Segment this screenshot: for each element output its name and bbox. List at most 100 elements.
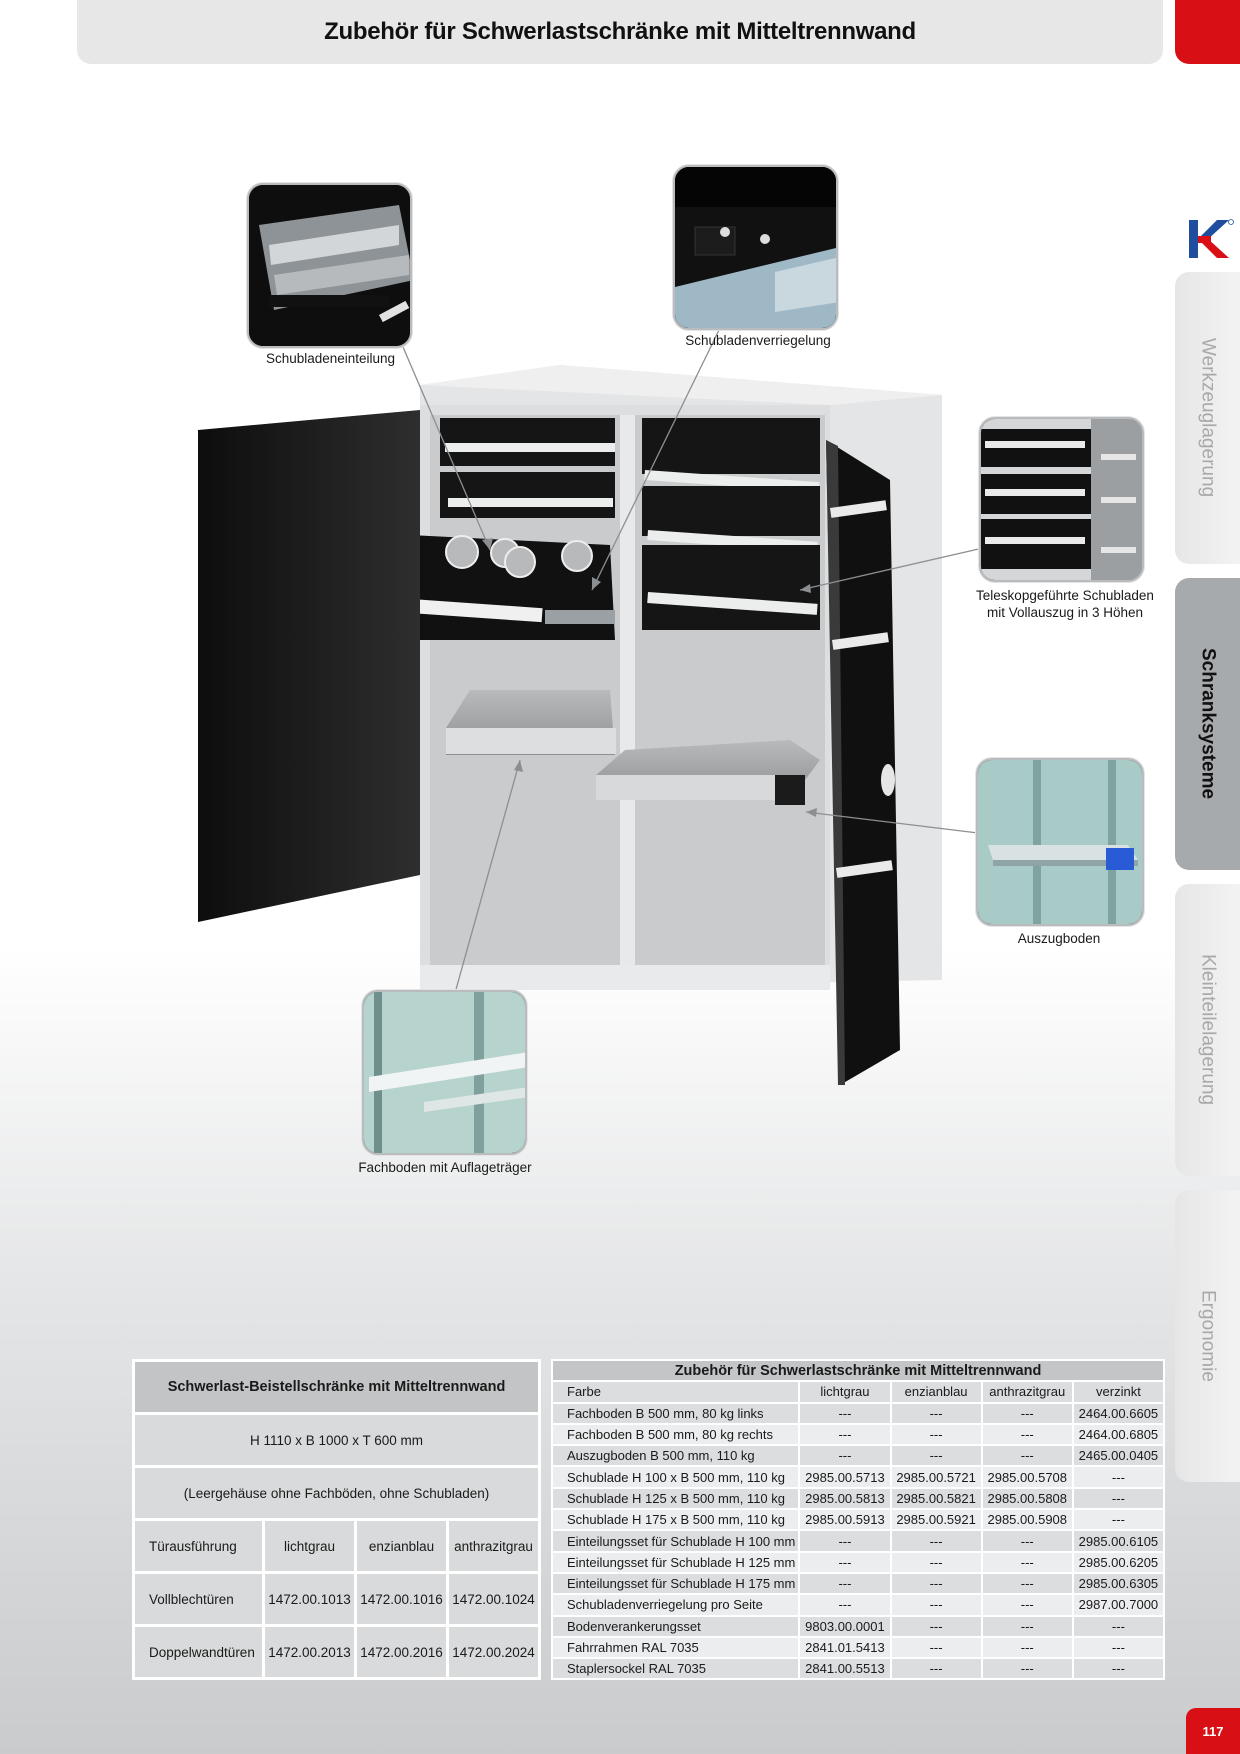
table-cell: --- [980, 1444, 1074, 1468]
table-cell: Einteilungsset für Schublade H 100 mm [550, 1529, 801, 1553]
table-cell: 2985.00.5721 [889, 1465, 983, 1489]
table-cell: Schubladenverriegelung pro Seite [550, 1593, 801, 1617]
tab-werkzeuglagerung[interactable]: Werkzeuglagerung [1175, 272, 1240, 564]
table-cell: --- [889, 1657, 983, 1681]
caption-schubladeneinteilung: Schubladeneinteilung [265, 351, 396, 366]
table-row: Auszugboden B 500 mm, 110 kg---------246… [550, 1444, 1166, 1468]
table-cell: 2985.00.5921 [889, 1508, 983, 1532]
table-cell: --- [1071, 1635, 1166, 1660]
table-cell: --- [889, 1614, 983, 1638]
table-cell: Einteilungsset für Schublade H 125 mm [550, 1550, 801, 1574]
header-bar: Zubehör für Schwerlastschränke mit Mitte… [77, 0, 1163, 64]
table-cell: 2985.00.5821 [889, 1486, 983, 1511]
tab-schranksysteme[interactable]: Schranksysteme [1175, 578, 1240, 870]
table-cell: 9803.00.0001 [798, 1614, 892, 1638]
table-cell: 2841.00.5513 [798, 1657, 892, 1681]
caption-fachboden: Fachboden mit Auflageträger [358, 1160, 532, 1175]
table-cell: 2985.00.5813 [798, 1486, 892, 1511]
table-cell: --- [798, 1571, 892, 1596]
table-cell: 1472.00.1024 [446, 1571, 541, 1627]
table-cell: --- [889, 1550, 983, 1574]
table-cell: --- [798, 1422, 892, 1447]
tab-label: Kleinteilelagerung [1197, 954, 1219, 1106]
caption-teleskopschubladen: Teleskopgeführte Schubladen mit Vollausz… [975, 587, 1155, 621]
table-cell: --- [980, 1550, 1074, 1574]
column-header: anthrazitgrau [980, 1380, 1074, 1404]
table-cell: Einteilungsset für Schublade H 175 mm [550, 1571, 801, 1596]
detail-image-schubladeneinteilung [247, 183, 412, 348]
table-row: Einteilungsset für Schublade H 100 mm ---… [550, 1529, 1166, 1553]
table-row: Doppelwandtüren 1472.00.2013 1472.00.201… [132, 1624, 541, 1680]
table-cell: --- [980, 1571, 1074, 1596]
column-header: lichtgrau [798, 1380, 892, 1404]
column-header: anthrazitgrau [446, 1518, 541, 1574]
table-cell: Bodenverankerungsset [550, 1614, 801, 1638]
table-cell: --- [1071, 1508, 1166, 1532]
column-header: Türausführung [132, 1518, 265, 1574]
table-row: Einteilungsset für Schublade H 125 mm---… [550, 1550, 1166, 1574]
tab-ergonomie[interactable]: Ergonomie [1175, 1190, 1240, 1482]
table-row: Fachboden B 500 mm, 80 kg rechts--------… [550, 1422, 1166, 1447]
table-cell: --- [1071, 1486, 1166, 1511]
table-note: (Leergehäuse ohne Fachböden, ohne Schubl… [132, 1465, 541, 1521]
table-cell: --- [980, 1657, 1074, 1681]
table-cell: --- [980, 1422, 1074, 1447]
table-cell: --- [980, 1529, 1074, 1553]
table-cell: 2987.00.7000 [1071, 1593, 1166, 1617]
table-cell: --- [980, 1635, 1074, 1660]
table-row: Fachboden B 500 mm, 80 kg links---------… [550, 1401, 1166, 1425]
table-cell: Schublade H 100 x B 500 mm, 110 kg [550, 1465, 801, 1489]
table-cell: --- [980, 1401, 1074, 1425]
tab-kleinteilelagerung[interactable]: Kleinteilelagerung [1175, 884, 1240, 1176]
caption-schubladenverriegelung: Schubladenverriegelung [685, 333, 831, 348]
table-cell: Fachboden B 500 mm, 80 kg links [550, 1401, 801, 1425]
table-cell: 1472.00.2024 [446, 1624, 541, 1680]
detail-image-schubladenverriegelung [673, 165, 838, 330]
table-cell: 1472.00.1016 [354, 1571, 449, 1627]
table-cell: --- [798, 1401, 892, 1425]
table-title: Schwerlast-Beistellschränke mit Mitteltr… [132, 1359, 541, 1415]
table-cell: 2985.00.6205 [1071, 1550, 1166, 1574]
table-dimensions: H 1110 x B 1000 x T 600 mm [132, 1412, 541, 1468]
table-cell: --- [1071, 1614, 1166, 1638]
table-cell: --- [889, 1593, 983, 1617]
detail-image-teleskopschubladen [979, 417, 1144, 582]
column-header: lichtgrau [262, 1518, 357, 1574]
table-cell: --- [889, 1529, 983, 1553]
column-header: verzinkt [1071, 1380, 1166, 1404]
table-cell: --- [980, 1614, 1074, 1638]
table-cell: Vollblechtüren [132, 1571, 265, 1627]
tab-label: Werkzeuglagerung [1197, 338, 1219, 498]
caption-line: Teleskopgeführte Schubladen [976, 588, 1154, 603]
table-cell: 2985.00.5913 [798, 1508, 892, 1532]
table-title: Zubehör für Schwerlastschränke mit Mitte… [551, 1358, 1165, 1383]
table-cell: 2985.00.5708 [980, 1465, 1074, 1489]
table-cell: 2464.00.6805 [1071, 1422, 1166, 1447]
table-cell: --- [798, 1550, 892, 1574]
table-cell: Auszugboden B 500 mm, 110 kg [550, 1444, 801, 1468]
caption-line: mit Vollauszug in 3 Höhen [986, 605, 1144, 620]
table-cell: 2841.01.5413 [798, 1635, 892, 1660]
detail-image-auszugboden [976, 758, 1144, 926]
tab-label: Schranksysteme [1197, 648, 1219, 800]
table-cell: --- [798, 1444, 892, 1468]
table-cell: 1472.00.1013 [262, 1571, 357, 1627]
table-cell: --- [889, 1635, 983, 1660]
table-row: Schublade H 100 x B 500 mm, 110 kg 2985.0… [550, 1465, 1166, 1489]
table-header-row: Farbe lichtgrau enzianblau anthrazitgrau… [550, 1380, 1166, 1404]
table-cell: --- [980, 1593, 1074, 1617]
table-cell: Schublade H 175 x B 500 mm, 110 kg [550, 1508, 801, 1532]
table-cell: --- [1071, 1657, 1166, 1681]
table-cell: Doppelwandtüren [132, 1624, 265, 1680]
table-cell: Schublade H 125 x B 500 mm, 110 kg [550, 1486, 801, 1511]
table-cell: Staplersockel RAL 7035 [550, 1657, 801, 1681]
tab-label: Ergonomie [1197, 1290, 1219, 1382]
cabinet-illustration [198, 327, 984, 1085]
table-cell: --- [1071, 1465, 1166, 1489]
zubehoer-table: Zubehör für Schwerlastschränke mit Mitte… [550, 1358, 1166, 1681]
table-cell: --- [889, 1401, 983, 1425]
detail-image-fachboden [362, 990, 527, 1155]
